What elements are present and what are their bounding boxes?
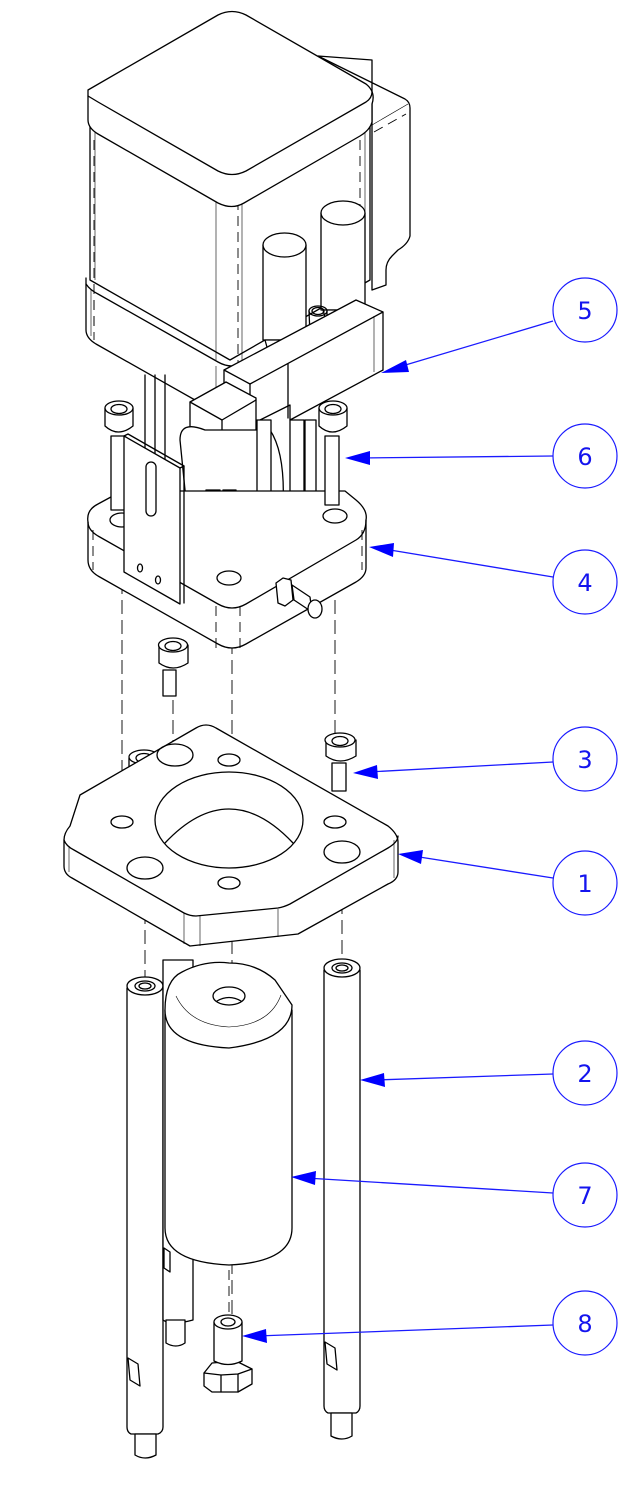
balloon-8[interactable]: 8 bbox=[242, 1290, 618, 1356]
screw-3-top bbox=[157, 637, 189, 697]
rod-right bbox=[323, 958, 361, 1440]
balloon-4[interactable]: 4 bbox=[369, 543, 618, 615]
balloon-number: 8 bbox=[577, 1310, 592, 1338]
balloon-6[interactable]: 6 bbox=[345, 423, 618, 489]
rod-left bbox=[126, 976, 164, 1459]
screw-6-right bbox=[318, 400, 348, 506]
base-plate bbox=[63, 724, 399, 947]
hex-fitting bbox=[203, 1314, 253, 1393]
balloon-number: 2 bbox=[577, 1060, 592, 1088]
balloon-number: 7 bbox=[577, 1182, 592, 1210]
balloon-number: 3 bbox=[577, 746, 592, 774]
cylinder-housing bbox=[164, 961, 293, 1314]
sensor-bracket bbox=[123, 433, 185, 605]
balloon-number: 1 bbox=[577, 870, 592, 898]
callouts: 5 6 4 3 1 2 bbox=[242, 277, 618, 1356]
screw-3-right bbox=[324, 732, 357, 792]
push-fitting bbox=[275, 577, 323, 619]
balloon-number: 4 bbox=[577, 569, 592, 597]
balloon-number: 5 bbox=[577, 297, 592, 325]
balloon-3[interactable]: 3 bbox=[353, 726, 618, 792]
balloon-5[interactable]: 5 bbox=[381, 277, 618, 373]
balloon-1[interactable]: 1 bbox=[398, 850, 618, 916]
balloon-7[interactable]: 7 bbox=[291, 1162, 618, 1228]
long-screws bbox=[104, 400, 348, 511]
balloon-number: 6 bbox=[577, 443, 592, 471]
balloon-2[interactable]: 2 bbox=[360, 1040, 618, 1106]
screw-6-left bbox=[104, 400, 134, 511]
motor bbox=[85, 10, 411, 440]
